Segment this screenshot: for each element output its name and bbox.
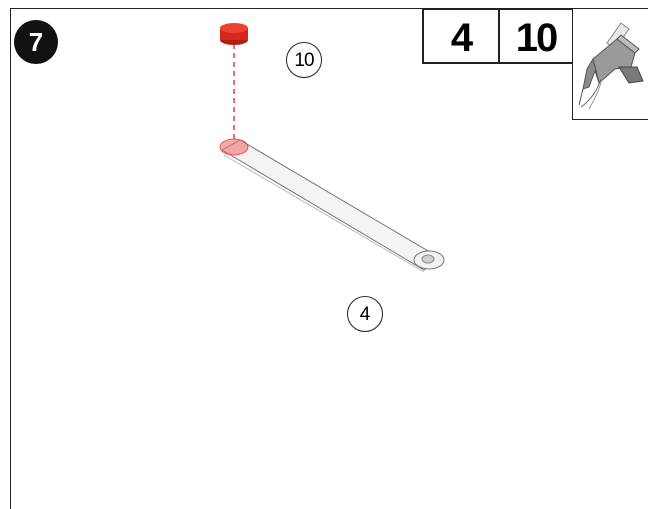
flat-rod-part [222, 140, 444, 272]
glue-target-mark [220, 139, 248, 155]
assembly-illustration [0, 0, 648, 493]
part-callout-cap: 10 [286, 42, 322, 78]
red-cap-part [220, 23, 248, 45]
part-callout-rod: 4 [347, 296, 383, 332]
